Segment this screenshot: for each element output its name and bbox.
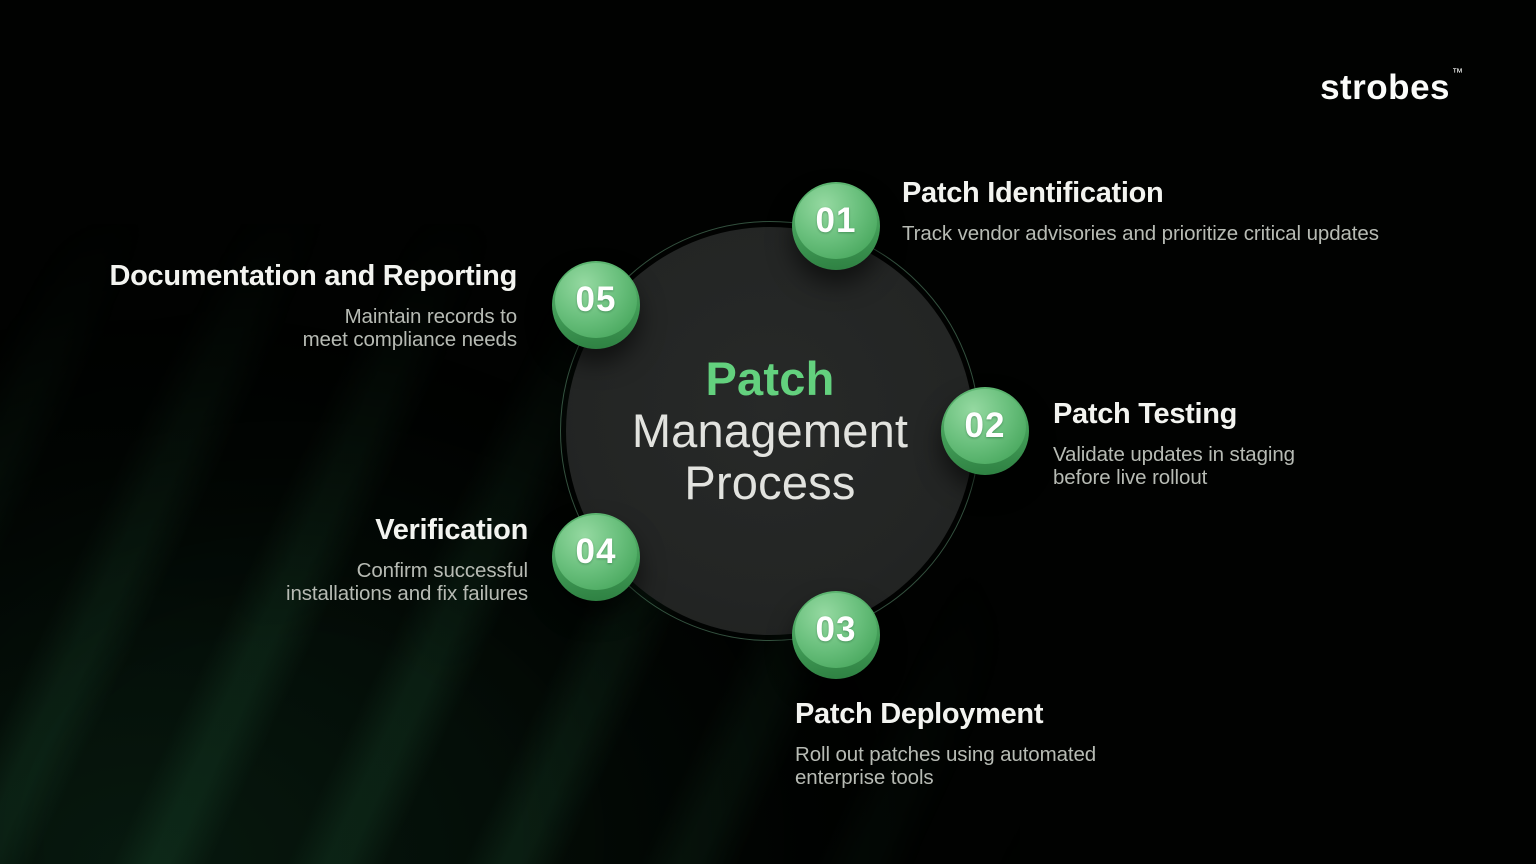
step-patch-deployment: Patch Deployment Roll out patches using …	[795, 697, 1096, 789]
step-01-number: 01	[815, 201, 857, 240]
step-04-description-line-1: Confirm successful	[356, 559, 528, 582]
step-03-description-line-2: enterprise tools	[795, 766, 934, 789]
step-03-description: Roll out patches using automated enterpr…	[795, 743, 1096, 789]
process-title-line-2: Management	[631, 404, 909, 457]
step-05-title: Documentation and Reporting	[109, 260, 517, 292]
trademark-symbol: ™	[1452, 67, 1463, 79]
step-verification: Verification Confirm successful installa…	[286, 513, 528, 605]
step-05-badge: 05	[552, 261, 640, 349]
brand-logo: strobes ™	[1320, 67, 1463, 107]
step-01-badge: 01	[792, 182, 880, 270]
step-04-description-line-2: installations and fix failures	[286, 582, 528, 605]
step-02-title: Patch Testing	[1053, 398, 1238, 430]
step-01-description-line-1: Track vendor advisories and prioritize c…	[902, 222, 1379, 245]
step-04-badge: 04	[552, 513, 640, 601]
step-03-description-line-1: Roll out patches using automated	[795, 743, 1097, 766]
step-documentation-and-reporting: Documentation and Reporting Maintain rec…	[109, 259, 517, 351]
step-04-description: Confirm successful installations and fix…	[286, 559, 528, 605]
step-04-title: Verification	[375, 514, 528, 546]
step-03-badge: 03	[792, 591, 880, 679]
step-01-description: Track vendor advisories and prioritize c…	[902, 222, 1379, 245]
step-02-description: Validate updates in staging before live …	[1053, 443, 1295, 489]
step-patch-identification: Patch Identification Track vendor adviso…	[902, 176, 1379, 245]
step-05-description-line-2: meet compliance needs	[302, 328, 518, 351]
step-02-description-line-2: before live rollout	[1053, 466, 1208, 489]
step-03-number: 03	[815, 610, 857, 649]
brand-logo-text: strobes	[1320, 68, 1450, 107]
step-02-description-line-1: Validate updates in staging	[1053, 443, 1295, 466]
process-title-line-1: Patch	[705, 352, 835, 405]
step-04-number: 04	[575, 532, 617, 571]
step-05-number: 05	[575, 280, 617, 319]
process-title-line-3: Process	[684, 456, 856, 509]
process-title: Patch Management Process	[632, 353, 908, 509]
step-05-description: Maintain records to meet compliance need…	[109, 305, 518, 351]
step-02-badge: 02	[941, 387, 1029, 475]
step-03-title: Patch Deployment	[795, 698, 1044, 730]
step-01-title: Patch Identification	[902, 177, 1164, 209]
step-patch-testing: Patch Testing Validate updates in stagin…	[1053, 397, 1295, 489]
step-05-description-line-1: Maintain records to	[344, 305, 518, 328]
step-02-number: 02	[964, 406, 1006, 445]
